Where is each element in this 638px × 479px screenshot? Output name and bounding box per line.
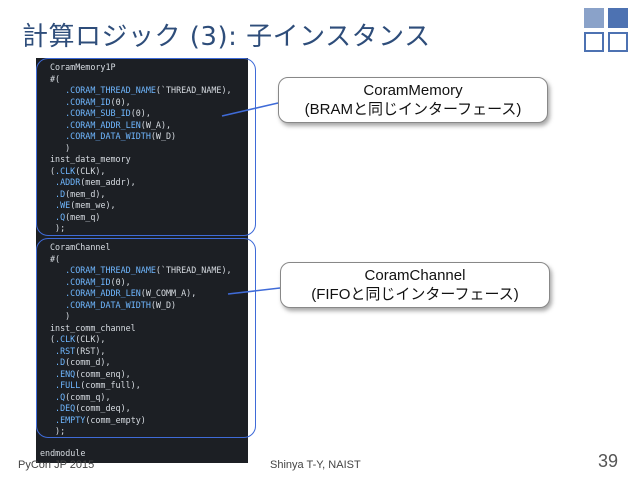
code-line: .CORAM_ID(0), [65, 276, 131, 287]
code-panel [36, 58, 248, 463]
code-line: .EMPTY(comm_empty) [55, 414, 146, 425]
callout-coram-memory: CoramMemory (BRAMと同じインターフェース) [278, 77, 548, 123]
code-line: .CORAM_DATA_WIDTH(W_D) [65, 131, 177, 141]
connector-line-memory [221, 102, 279, 117]
code-line: ) [50, 142, 71, 153]
highlight-box-memory [36, 58, 256, 236]
code-line: .CORAM_ADDR_LEN(W_A), [65, 119, 172, 130]
callout-channel-line2: (FIFOと同じインターフェース) [311, 286, 519, 303]
footer-author: Shinya T-Y, NAIST [270, 459, 361, 471]
code-line: ); [50, 426, 66, 436]
code-line: .CORAM_DATA_WIDTH(W_D) [65, 299, 177, 310]
callout-memory-line1: CoramMemory [363, 82, 463, 99]
code-line: .Q(comm_q), [55, 391, 111, 402]
code-line: ); [50, 223, 66, 233]
code-line: .CORAM_ADDR_LEN(W_COMM_A), [65, 288, 197, 298]
code-line: .CORAM_ID(0), [65, 96, 131, 107]
slide-title: 計算ロジック (3): 子インスタンス [22, 22, 431, 52]
code-line: .CORAM_THREAD_NAME(`THREAD_NAME), [65, 265, 232, 275]
code-line: inst_data_memory [50, 154, 131, 164]
code-block-coram-channel: CoramChannel#( .CORAM_THREAD_NAME(`THREA… [36, 242, 262, 438]
logo-square-bottom-right [608, 32, 628, 52]
four-squares-logo-icon [584, 8, 630, 54]
code-line: .CORAM_THREAD_NAME(`THREAD_NAME), [65, 85, 232, 95]
footer-event: PyCon JP 2015 [18, 459, 95, 471]
code-line: .DEQ(comm_deq), [55, 403, 131, 413]
page-number: 39 [598, 451, 619, 471]
logo-square-top-left [584, 8, 604, 28]
callout-memory-line2: (BRAMと同じインターフェース) [304, 101, 522, 118]
callout-channel-line1: CoramChannel [364, 267, 466, 284]
code-line: .FULL(comm_full), [55, 380, 141, 390]
code-line: .D(comm_d), [55, 357, 111, 367]
code-block-coram-memory: CoramMemory1P#( .CORAM_THREAD_NAME(`THRE… [36, 62, 262, 235]
connector-line-channel [227, 287, 281, 295]
logo-square-top-right [608, 8, 628, 28]
code-line: (.CLK(CLK), [50, 334, 106, 344]
code-line: .WE(mem_we), [55, 200, 116, 210]
code-line: CoramChannel [50, 242, 111, 252]
code-endmodule: endmodule [40, 448, 86, 458]
code-line: .CORAM_SUB_ID(0), [65, 108, 151, 118]
callout-coram-channel: CoramChannel (FIFOと同じインターフェース) [280, 262, 550, 308]
code-line: inst_comm_channel [50, 322, 136, 333]
code-line: .Q(mem_q) [55, 211, 101, 222]
highlight-box-channel [36, 238, 256, 438]
logo-square-bottom-left [584, 32, 604, 52]
code-line: .RST(RST), [55, 345, 106, 356]
code-line: #( [50, 253, 61, 264]
code-line: ) [50, 311, 71, 321]
code-line: .ADDR(mem_addr), [55, 177, 136, 187]
code-line: (.CLK(CLK), [50, 165, 106, 176]
code-line: .D(mem_d), [55, 188, 106, 199]
code-line: .ENQ(comm_enq), [55, 368, 131, 379]
code-line: #( [50, 73, 61, 84]
code-line: CoramMemory1P [50, 62, 116, 72]
